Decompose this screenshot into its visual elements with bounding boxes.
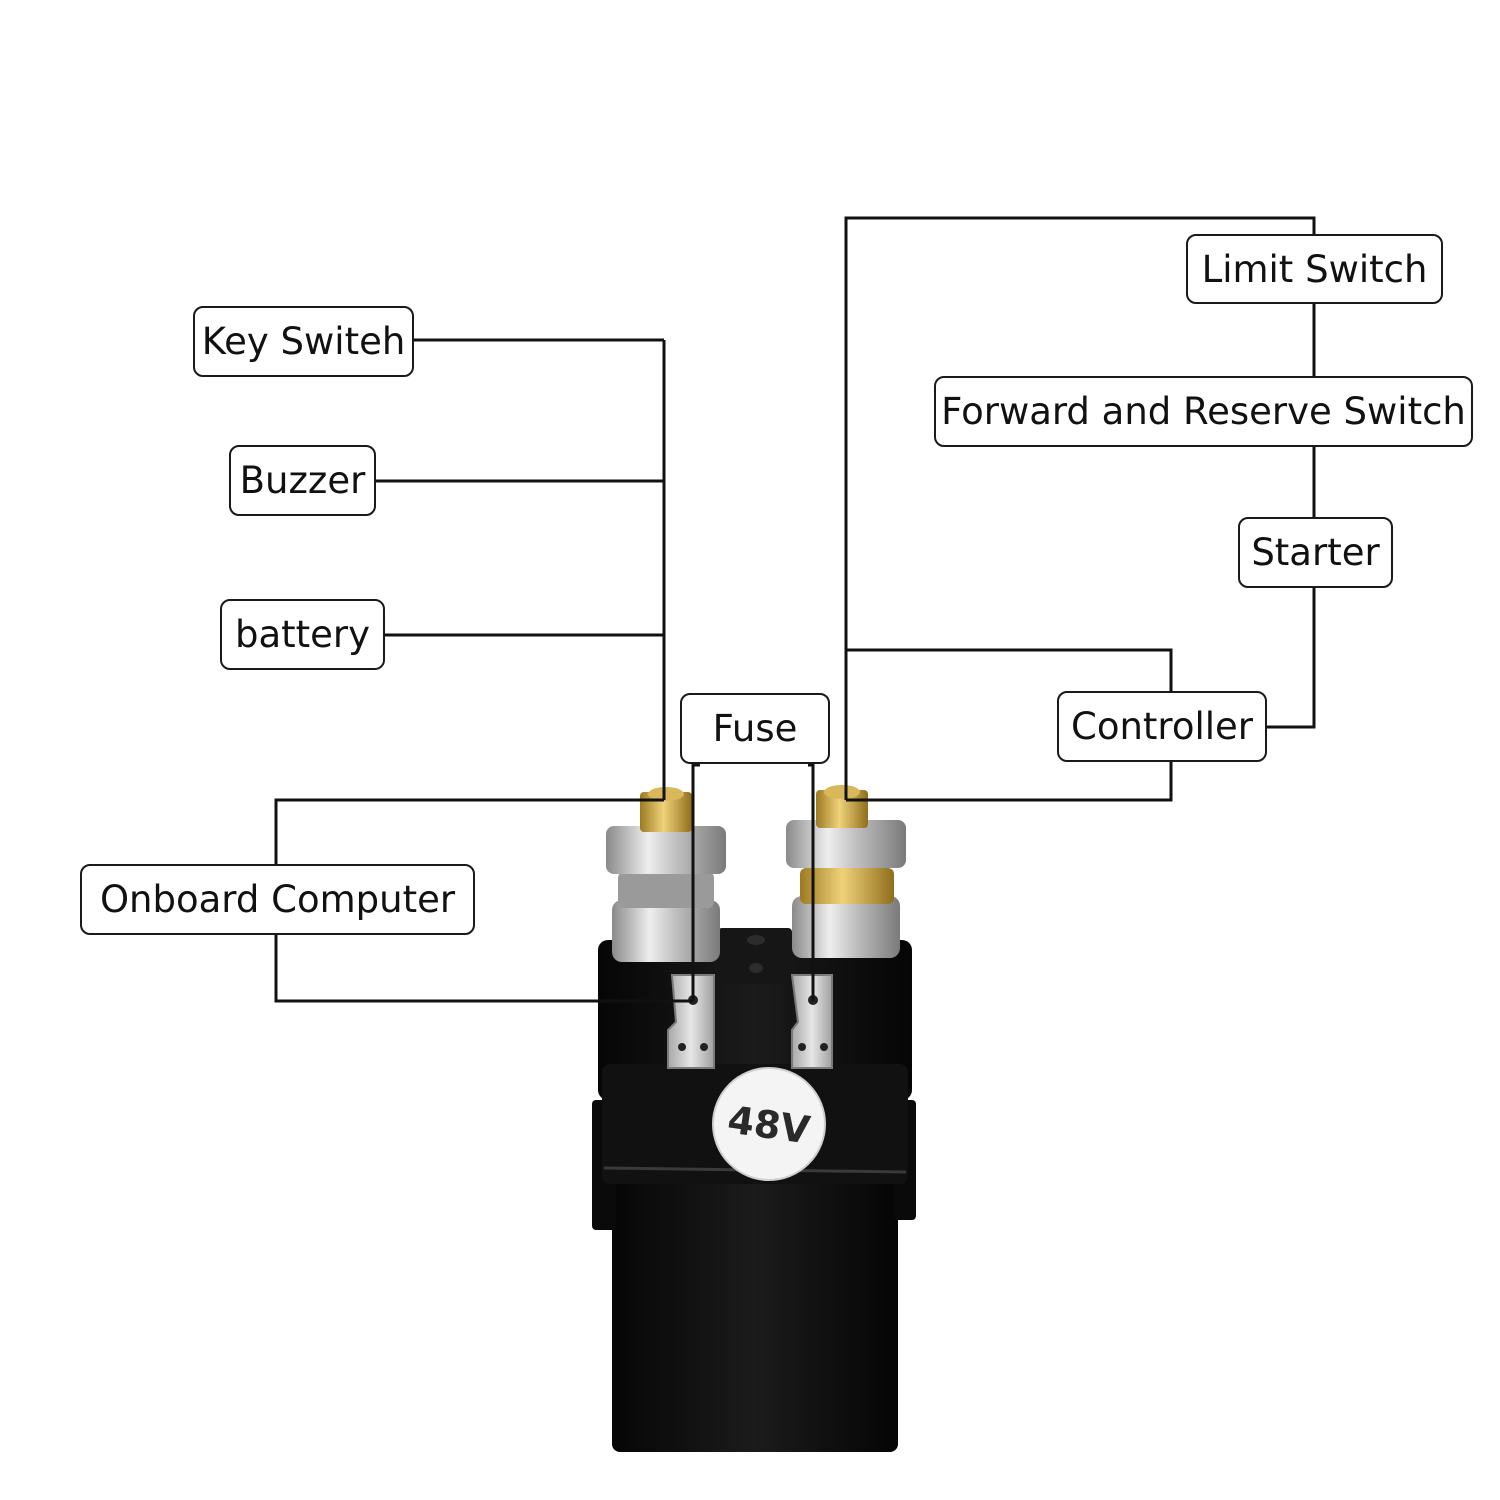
spade-tab-right	[790, 974, 833, 1069]
starter-label: Starter	[1238, 517, 1393, 588]
limit-switch-label: Limit Switch	[1186, 234, 1443, 304]
wires	[274, 216, 1316, 1003]
forward-reserve-switch-label: Forward and Reserve Switch	[934, 376, 1473, 447]
wire-controller-top	[846, 648, 1173, 691]
wire-onboard-computer-bottom	[274, 934, 693, 1003]
wire-starter-to-controller	[1266, 587, 1316, 729]
voltage-badge: 48V	[712, 1067, 826, 1181]
buzzer-label: Buzzer	[229, 445, 376, 516]
wire-fuse-right	[808, 763, 815, 1001]
contactor-lower-body	[612, 1160, 898, 1452]
fuse-label: Fuse	[680, 693, 830, 764]
wire-controller-bottom	[846, 761, 1173, 802]
spade-tab-left	[667, 974, 715, 1069]
battery-label: battery	[220, 599, 385, 670]
key-switch-label: Key Switeh	[193, 306, 414, 377]
wire-limit-switch-loop	[844, 216, 1316, 800]
onboard-computer-label: Onboard Computer	[80, 864, 475, 935]
controller-label: Controller	[1057, 691, 1267, 762]
contactor-device: 48V	[592, 785, 916, 1452]
contactor-center-block	[718, 928, 792, 984]
terminal-left	[606, 787, 726, 962]
wire-onboard-computer-top	[274, 798, 664, 864]
terminal-right	[786, 785, 906, 958]
wire-fuse-left	[691, 763, 700, 1001]
